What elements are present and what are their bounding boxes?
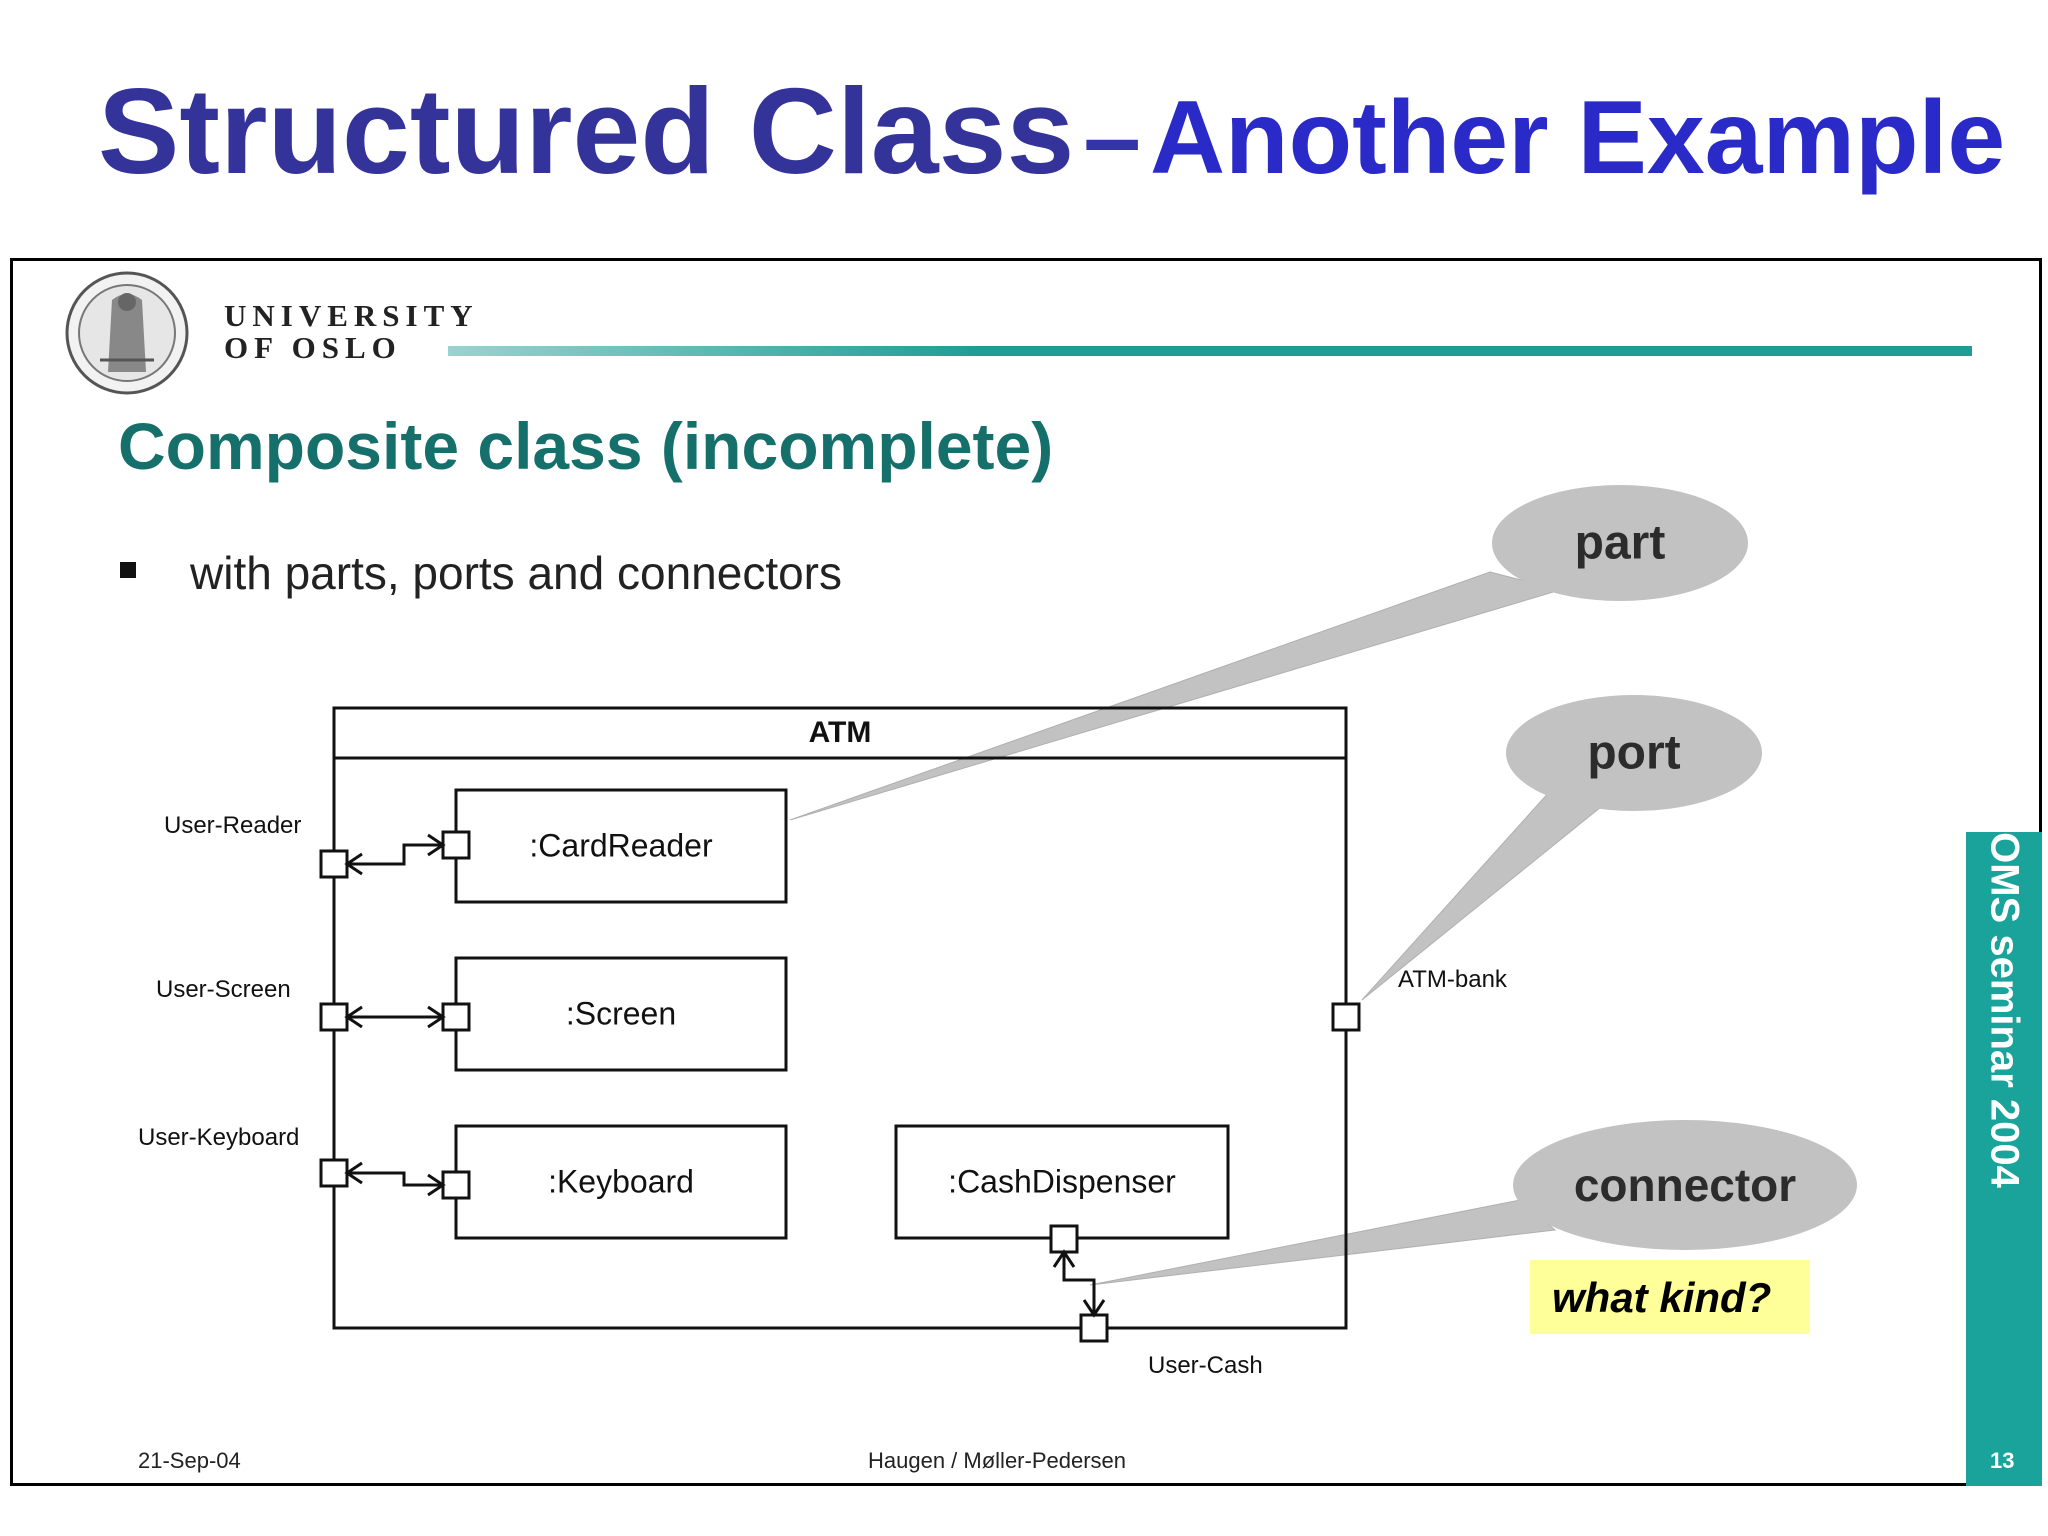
connector-callout-label: connector bbox=[1573, 1159, 1797, 1211]
university-name-line1: UNIVERSITY bbox=[224, 298, 479, 333]
footer-date: 21-Sep-04 bbox=[138, 1448, 241, 1473]
port-user-screen bbox=[319, 1002, 349, 1032]
note-box bbox=[1530, 1260, 1810, 1334]
port-callout-bubble bbox=[1506, 695, 1762, 811]
side-band bbox=[1966, 832, 2042, 1486]
title-sub: Another Example bbox=[1149, 80, 2006, 196]
slide-title: Structured Class – Another Example bbox=[98, 70, 2005, 192]
title-dash: – bbox=[1083, 80, 1142, 196]
part-callout-bubble bbox=[1492, 485, 1748, 601]
connector-cash bbox=[1062, 1252, 1096, 1315]
connector-keyboard bbox=[347, 1171, 443, 1187]
port-callout-label: port bbox=[1587, 726, 1681, 780]
atm-bank-label: ATM-bank bbox=[1398, 966, 1507, 993]
port-user-reader bbox=[319, 849, 349, 879]
port-atm-bank bbox=[1331, 1002, 1361, 1032]
port-screen-inner bbox=[441, 1002, 471, 1032]
connector-callout-bubble bbox=[1513, 1120, 1857, 1250]
cash-dispenser-label: :CashDispenser bbox=[948, 1163, 1176, 1200]
atm-class-box bbox=[332, 706, 1348, 1330]
bullet-marker bbox=[120, 562, 136, 578]
part-callout-label: part bbox=[1574, 516, 1666, 570]
port-keyboard-inner bbox=[441, 1170, 471, 1200]
user-screen-label: User-Screen bbox=[156, 976, 291, 1003]
page-number: 13 bbox=[1990, 1448, 2015, 1473]
screen-label: :Screen bbox=[565, 995, 677, 1032]
connector-reader bbox=[347, 843, 443, 866]
keyboard-label: :Keyboard bbox=[548, 1163, 694, 1200]
port-cash-dispenser bbox=[1049, 1224, 1079, 1254]
user-reader-label: User-Reader bbox=[164, 812, 302, 839]
title-main: Structured Class bbox=[98, 63, 1075, 199]
seminar-label: OMS seminar 2004 bbox=[1982, 832, 2027, 1188]
port-user-keyboard bbox=[319, 1158, 349, 1188]
user-keyboard-label: User-Keyboard bbox=[138, 1124, 300, 1151]
atm-class-name: ATM bbox=[808, 716, 872, 749]
port-card-reader-inner bbox=[441, 830, 471, 860]
bullet-text: with parts, ports and connectors bbox=[190, 547, 842, 599]
user-cash-label: User-Cash bbox=[1148, 1352, 1263, 1379]
inner-slide-title: Composite class (incomplete) bbox=[118, 409, 1054, 483]
note-text: what kind? bbox=[1552, 1274, 1772, 1321]
card-reader-label: :CardReader bbox=[529, 827, 713, 864]
footer-author: Haugen / Møller-Pedersen bbox=[868, 1448, 1127, 1473]
port-user-cash bbox=[1079, 1313, 1109, 1343]
university-name-line2: OF OSLO bbox=[224, 330, 402, 365]
